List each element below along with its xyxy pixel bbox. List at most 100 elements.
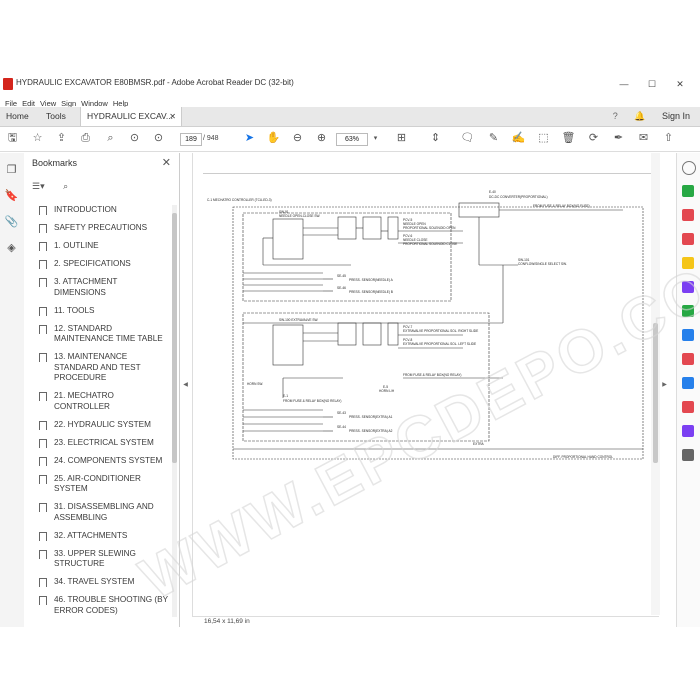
redact-icon[interactable] — [682, 353, 694, 365]
create-pdf-icon[interactable] — [682, 209, 694, 221]
delete-icon[interactable]: 🗑 — [561, 132, 576, 144]
send-for-signature-icon[interactable] — [682, 425, 694, 437]
document-viewport[interactable]: C-1 MECHATRO CONTROLLER (TCU-ED-3) SW-91… — [192, 153, 660, 627]
expand-right-panel-handle[interactable]: ▶ — [662, 382, 667, 388]
menu-sign[interactable]: Sign — [61, 99, 77, 108]
bookmarks-close-icon[interactable]: ✕ — [161, 157, 171, 169]
bookmark-item[interactable]: 46. TROUBLE SHOOTING (BY ERROR CODES) — [24, 595, 172, 616]
combine-files-icon[interactable] — [682, 281, 694, 293]
draw-icon[interactable]: ✍ — [511, 132, 526, 144]
collapse-left-panel-handle[interactable]: ◀ — [183, 382, 188, 388]
bookmark-item[interactable]: 31. DISASSEMBLING AND ASSEMBLING — [24, 502, 172, 523]
menu-file[interactable]: File — [5, 99, 18, 108]
bookmark-flag-icon — [39, 438, 47, 448]
bookmark-item[interactable]: 22. HYDRAULIC SYSTEM — [24, 420, 172, 431]
bookmark-flag-icon — [39, 578, 47, 587]
document-scrollbar[interactable] — [651, 153, 660, 615]
email-icon[interactable]: ✉ — [638, 132, 649, 144]
menu-help[interactable]: Help — [112, 99, 129, 108]
label-sw100: SW-100 EXTRAVALVE SW. — [279, 318, 318, 322]
bookmark-item[interactable]: 32. ATTACHMENTS — [24, 531, 172, 542]
fill-sign-icon[interactable] — [682, 401, 694, 413]
page-thumbnails-icon[interactable]: ❐ — [6, 164, 17, 176]
bookmark-item[interactable]: 2. SPECIFICATIONS — [24, 259, 172, 270]
bookmark-item[interactable]: SAFETY PRECAUTIONS — [24, 223, 172, 234]
bookmarks-scrollbar-thumb[interactable] — [172, 213, 177, 463]
bookmarks-scrollbar[interactable] — [172, 205, 177, 617]
share-icon[interactable]: ⇧ — [663, 132, 674, 144]
bookmarks-panel-icon[interactable]: 🔖 — [4, 190, 19, 202]
schematic-header: C-1 MECHATRO CONTROLLER (TCU-ED-3) — [207, 198, 272, 202]
bookmark-item[interactable]: 33. UPPER SLEWING STRUCTURE — [24, 549, 172, 570]
protect-icon[interactable] — [682, 377, 694, 389]
upload-icon[interactable]: ⇪ — [56, 132, 67, 144]
bookmark-label: 1. OUTLINE — [54, 241, 99, 250]
stamp-icon[interactable]: ⬚ — [538, 132, 549, 144]
bookmark-item[interactable]: 34. TRAVEL SYSTEM — [24, 577, 172, 588]
export-pdf-icon[interactable] — [682, 185, 694, 197]
notifications-icon[interactable]: 🔔 — [634, 111, 646, 121]
bookmark-item[interactable]: INTRODUCTION — [24, 205, 172, 216]
bookmark-find-icon[interactable]: ⌕ — [63, 181, 69, 191]
save-icon[interactable]: 🖫 — [7, 132, 18, 144]
fit-page-icon[interactable]: ⊞ — [396, 132, 407, 144]
page-up-icon[interactable]: ⊙ — [129, 132, 140, 144]
close-window-button[interactable]: ✕ — [676, 79, 684, 89]
zoom-in-icon[interactable]: ⊕ — [316, 132, 327, 144]
help-icon[interactable]: ? — [612, 111, 618, 121]
bookmark-item[interactable]: 21. MECHATRO CONTROLLER — [24, 391, 172, 412]
label-se44: SE-44 — [337, 425, 346, 429]
zoom-out-icon[interactable]: ⊖ — [292, 132, 303, 144]
rotate-icon[interactable]: ⟳ — [588, 132, 599, 144]
bookmark-item[interactable]: 25. AIR-CONDITIONER SYSTEM — [24, 474, 172, 495]
attachments-icon[interactable]: 📎 — [4, 216, 19, 228]
edit-pdf-icon[interactable] — [682, 233, 694, 245]
bookmark-item[interactable]: 13. MAINTENANCE STANDARD AND TEST PROCED… — [24, 352, 172, 384]
bookmark-item[interactable]: 12. STANDARD MAINTENANCE TIME TABLE — [24, 324, 172, 345]
bookmarks-toolbar: ☰▾ ⌕ — [32, 181, 68, 192]
maximize-button[interactable]: ☐ — [647, 79, 657, 89]
bookmark-star-icon[interactable]: ☆ — [32, 132, 43, 144]
menu-edit[interactable]: Edit — [22, 99, 36, 108]
hand-tool-icon[interactable]: ✋ — [266, 132, 281, 144]
label-press-sensor-a: PRESS. SENSOR(NEEDLE) A — [349, 278, 394, 282]
menu-window[interactable]: Window — [81, 99, 108, 108]
zoom-dropdown-chevron-icon[interactable]: ▾ — [373, 135, 378, 142]
organize-pages-icon[interactable] — [682, 305, 694, 317]
scroll-mode-icon[interactable]: ⇕ — [430, 132, 441, 144]
menu-view[interactable]: View — [40, 99, 57, 108]
comment-tool-icon[interactable] — [682, 257, 694, 269]
bookmark-flag-icon — [39, 420, 47, 430]
bookmark-flag-icon — [39, 324, 47, 334]
layers-icon[interactable]: ◈ — [7, 242, 16, 254]
bookmark-item[interactable]: 24. COMPONENTS SYSTEM — [24, 456, 172, 467]
tab-document[interactable]: HYDRAULIC EXCAV... ✕ — [80, 107, 182, 126]
select-cursor-icon[interactable]: ➤ — [244, 132, 255, 144]
wiring-schematic: C-1 MECHATRO CONTROLLER (TCU-ED-3) SW-91… — [203, 172, 653, 460]
tab-close-icon[interactable]: ✕ — [169, 112, 176, 121]
zoom-level-select[interactable]: 63% — [336, 133, 368, 146]
page-down-icon[interactable]: ⊙ — [153, 132, 164, 144]
bookmark-item[interactable]: 11. TOOLS — [24, 306, 172, 317]
bookmark-item[interactable]: 1. OUTLINE — [24, 241, 172, 252]
print-icon[interactable]: ⎙ — [81, 132, 90, 144]
bookmark-item[interactable]: 23. ELECTRICAL SYSTEM — [24, 438, 172, 449]
highlight-pen-icon[interactable]: ✎ — [488, 132, 499, 144]
tab-home[interactable]: Home — [6, 111, 29, 121]
bookmark-item[interactable]: 3. ATTACHMENT DIMENSIONS — [24, 277, 172, 298]
comment-icon[interactable]: 🗨 — [460, 132, 475, 144]
page-number-input[interactable]: 189 — [180, 133, 202, 146]
search-icon[interactable]: ⌕ — [107, 132, 114, 144]
document-scrollbar-thumb[interactable] — [653, 323, 658, 463]
sign-in-link[interactable]: Sign In — [661, 111, 690, 121]
sign-icon[interactable]: ✒ — [613, 132, 624, 144]
minimize-button[interactable]: — — [619, 79, 629, 89]
more-tools-icon[interactable] — [682, 449, 694, 461]
tab-tools[interactable]: Tools — [46, 111, 66, 121]
search-tools-icon[interactable] — [682, 161, 696, 175]
compress-pdf-icon[interactable] — [682, 329, 694, 341]
label-se43: SE-43 — [337, 411, 346, 415]
bookmark-options-icon[interactable]: ☰▾ — [32, 181, 45, 191]
bookmark-flag-icon — [39, 306, 47, 316]
